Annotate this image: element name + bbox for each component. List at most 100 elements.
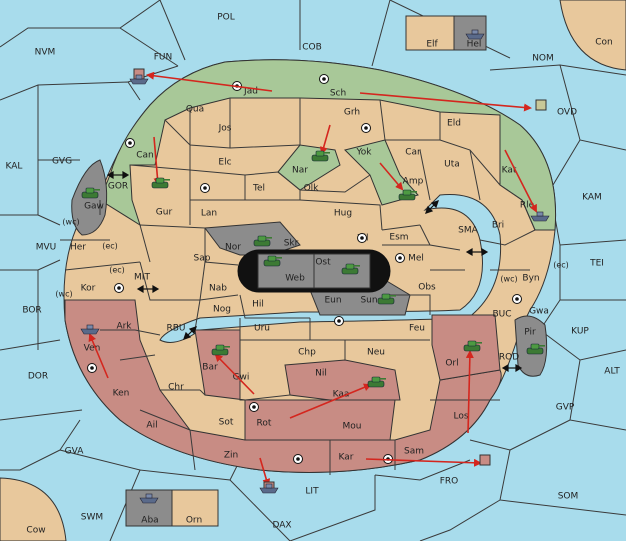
label-ken: Ken [113, 389, 130, 399]
target-square-fro [479, 454, 491, 466]
label-bri: Bri [492, 221, 504, 231]
label-ven: Ven [84, 344, 101, 354]
move-arrow-icon [504, 149, 537, 213]
move-arrow-icon [153, 136, 162, 186]
label-buc: BUC [492, 310, 511, 320]
label-fun: FUN [154, 53, 173, 63]
label-gvg: GVG [52, 157, 72, 167]
supply-center-icon [125, 138, 135, 148]
region-elf[interactable] [405, 15, 455, 51]
double-arrow-icon [183, 326, 197, 340]
coast-mark-kor-wc: (wc) [55, 290, 72, 299]
label-lan: Lan [201, 209, 217, 219]
label-hil: Hil [252, 300, 264, 310]
label-kaa: Kaa [333, 390, 350, 400]
supply-center-icon [200, 183, 210, 193]
label-uru: Uru [254, 324, 270, 334]
label-dor: DOR [28, 372, 48, 382]
label-mvu: MVU [36, 243, 57, 253]
label-ost: Ost [315, 258, 331, 268]
green-territory-north [99, 59, 557, 231]
label-nvm: NVM [35, 48, 56, 58]
label-con: Con [595, 38, 613, 48]
label-kal: KAL [6, 162, 23, 172]
label-bar: Bar [202, 363, 218, 373]
label-los: Los [453, 412, 468, 422]
label-byn: Byn [522, 274, 539, 284]
move-arrow-icon [289, 383, 372, 419]
label-jos: Jos [218, 124, 232, 134]
label-pol: POL [217, 13, 235, 23]
target-square-ovd [535, 99, 547, 111]
move-arrow-icon [88, 333, 109, 379]
label-zin: Zin [224, 451, 238, 461]
label-ail: Ail [146, 421, 157, 431]
supply-center-icon [512, 294, 522, 304]
label-elc: Elc [218, 158, 231, 168]
move-arrow-icon [379, 162, 404, 191]
label-ark: Ark [116, 322, 132, 332]
double-arrow-icon [465, 247, 489, 257]
red-territory-south [64, 299, 502, 473]
label-kor: Kor [81, 284, 96, 294]
label-sma: SMA [458, 226, 478, 236]
label-tel: Tel [252, 184, 265, 194]
land-labels: Jad Sch Qua Jos Grh Eld Can Elc Nar Yok … [70, 40, 549, 526]
label-dax: DAX [272, 521, 291, 531]
move-arrow-icon [146, 71, 273, 92]
label-can: Can [136, 151, 154, 161]
label-hug: Hug [334, 209, 352, 219]
label-obs: Obs [418, 283, 436, 293]
label-gvp: GVP [556, 403, 575, 413]
label-cob: COB [302, 43, 322, 53]
label-sch: Sch [330, 89, 346, 99]
label-pir: Pir [524, 328, 536, 338]
label-neu: Neu [367, 348, 385, 358]
coast-mark-byn-wc: (wc) [500, 275, 517, 284]
label-sun: Sun [360, 296, 377, 306]
label-olk: Olk [304, 184, 320, 194]
label-rle: Rle [520, 201, 535, 211]
label-nil: Nil [315, 369, 327, 379]
label-rot: Rot [257, 419, 272, 429]
label-eld: Eld [447, 119, 461, 129]
double-arrow-icon [106, 170, 130, 180]
label-mel: Mel [408, 254, 424, 264]
supply-center-icon [319, 74, 329, 84]
supply-centers [87, 74, 522, 464]
supply-center-icon [114, 283, 124, 293]
label-kup: KUP [571, 327, 589, 337]
label-kat: Kat [502, 166, 517, 176]
coast-mark-kor-ec: (ec) [109, 266, 125, 275]
supply-center-icon [249, 402, 259, 412]
double-arrow-icon [501, 363, 523, 373]
move-arrow-icon [365, 458, 482, 467]
move-arrow-icon [465, 350, 474, 434]
label-sam: Sam [404, 447, 424, 457]
label-ovd: OVD [557, 108, 577, 118]
label-gwi: Gwi [233, 373, 250, 383]
label-eun: Eun [324, 296, 341, 306]
region-hel[interactable] [453, 15, 487, 51]
coast-mark-her-ec: (ec) [102, 242, 118, 251]
sea-labels: POL COB FUN NVM NOM Con OVD KAL GVG GOR … [6, 13, 621, 536]
label-rod: ROD [499, 353, 519, 363]
label-uta: Uta [444, 160, 460, 170]
supply-center-icon [87, 363, 97, 373]
center-inner-web [257, 253, 315, 289]
label-lit: LIT [305, 487, 319, 497]
label-sap: Sap [194, 254, 211, 264]
label-chp: Chp [298, 348, 316, 358]
double-arrow-icon [136, 284, 160, 294]
label-cow: Cow [26, 526, 45, 536]
move-arrow-icon [359, 92, 532, 112]
label-kar: Kar [339, 453, 354, 463]
label-mit: MIT [134, 273, 150, 283]
supply-center-icon [334, 316, 344, 326]
label-gur: Gur [156, 208, 173, 218]
region-orn[interactable] [171, 489, 219, 527]
red-territory-center [194, 329, 396, 441]
label-elf: Elf [426, 40, 438, 50]
label-hel: Hel [467, 40, 482, 50]
